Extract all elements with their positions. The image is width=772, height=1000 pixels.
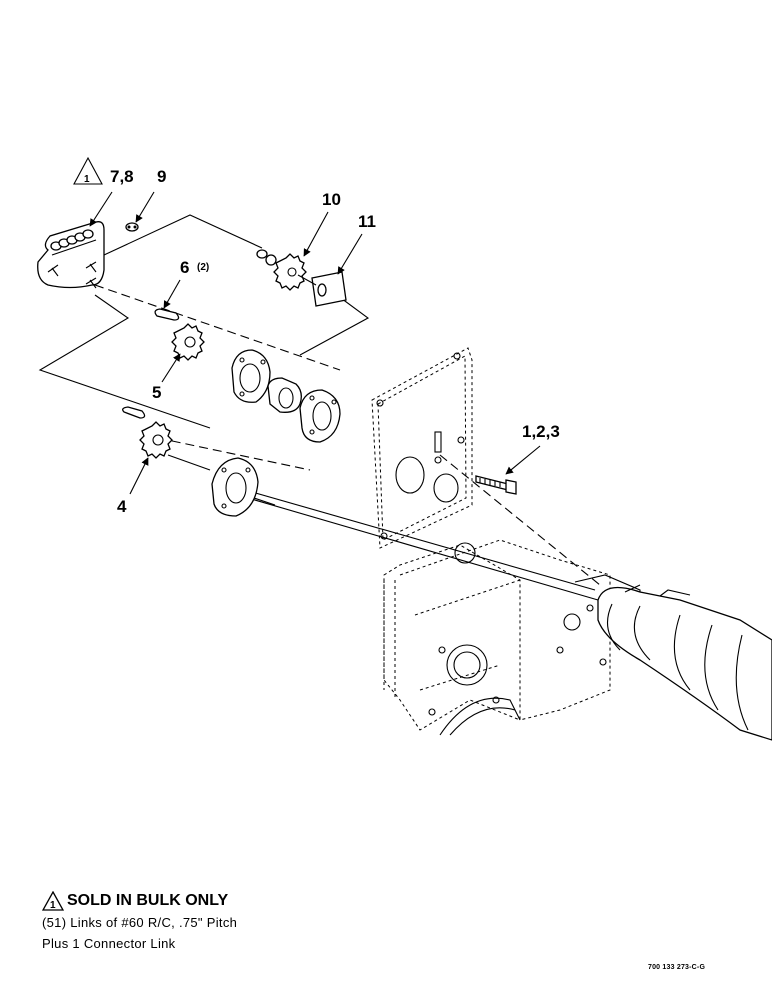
bulk-note: 1 SOLD IN BULK ONLY (51) Links of #60 R/…: [42, 890, 442, 954]
chain-links: [50, 229, 94, 251]
callout-10: 10: [322, 190, 341, 209]
svg-text:1: 1: [84, 174, 90, 185]
callout-4: 4: [117, 497, 127, 516]
note-title: 1 SOLD IN BULK ONLY: [42, 890, 442, 912]
bolt: [475, 475, 517, 495]
callout-6: 6: [180, 258, 189, 277]
leader-arrows: [89, 191, 541, 495]
connector-link: [125, 222, 139, 232]
upper-sprocket-assembly: [256, 249, 347, 307]
drawing-number: 700 133 273-C-G: [648, 964, 706, 971]
warning-triangle-icon: 1: [42, 891, 64, 911]
svg-text:1: 1: [50, 900, 56, 911]
callout-9: 9: [157, 167, 166, 186]
middle-sprocket-assembly: [154, 308, 341, 443]
note-title-text: SOLD IN BULK ONLY: [67, 892, 229, 909]
roller-chain: [37, 221, 105, 289]
roller-drum: [244, 454, 772, 741]
callout-11: 11: [358, 212, 376, 231]
callout-7-8: 7,8: [110, 167, 134, 186]
callout-1-2-3: 1,2,3: [522, 422, 560, 441]
note-line-1: (51) Links of #60 R/C, .75" Pitch: [42, 915, 238, 930]
callout-6-qty: (2): [197, 262, 209, 273]
callout-5: 5: [152, 383, 161, 402]
warning-triangle-icon: 1: [73, 156, 103, 185]
note-line-2: Plus 1 Connector Link: [42, 936, 176, 951]
lower-sprocket-assembly: [122, 406, 259, 517]
machine-frame: [371, 347, 611, 736]
